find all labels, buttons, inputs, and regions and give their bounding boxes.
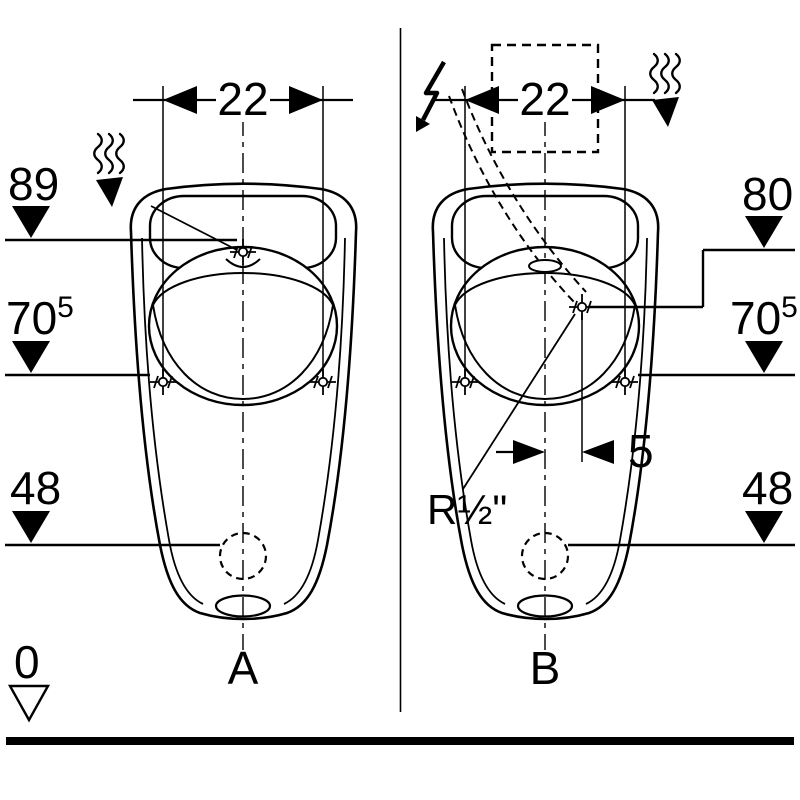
level-48-left-label: 48 [10, 462, 61, 514]
arrowhead-right [591, 86, 625, 114]
level-705-right-triangle [745, 341, 783, 373]
level-48-right: 48 [568, 462, 795, 547]
level-0: 0 [7, 636, 51, 723]
radius-label: R½" [427, 486, 507, 533]
arrowhead-left [465, 86, 499, 114]
odour-icon-right [649, 52, 681, 129]
level-0-label: 0 [14, 636, 40, 688]
arrowhead-right [289, 86, 323, 114]
level-48-left: 48 [5, 462, 220, 547]
radius-callout-b: R½" [427, 313, 576, 533]
level-705-right: 705 [638, 291, 798, 377]
level-48-left-triangle [12, 511, 50, 543]
concealed-control-dashed-box [490, 43, 600, 154]
label-mask [518, 76, 572, 122]
dimension-22-a-value: 22 [217, 73, 268, 125]
level-705-left: 705 [5, 291, 150, 377]
dimension-5-b: 5 [496, 314, 654, 477]
concealed-supply-dashed-pipe [448, 88, 587, 303]
level-705-left-triangle [12, 341, 50, 373]
floor-line [6, 737, 794, 745]
inlet-opening-b [528, 259, 562, 273]
variant-b-label: B [530, 642, 561, 694]
level-80-triangle [745, 216, 783, 248]
arrowhead-left-pointing [582, 440, 614, 464]
level-80-label: 80 [742, 168, 793, 220]
level-48-right-triangle [745, 511, 783, 543]
label-mask [216, 76, 270, 122]
arrowhead-left [163, 86, 197, 114]
level-89: 89 [5, 158, 237, 242]
level-705-left-label: 705 [6, 291, 74, 344]
level-48-right-label: 48 [742, 462, 793, 514]
spreader-b [569, 294, 595, 320]
odour-icon-left [93, 132, 125, 209]
dimension-5-value: 5 [628, 425, 654, 477]
level-705-right-label: 705 [730, 291, 798, 344]
level-80: 80 [588, 168, 795, 309]
level-89-label: 89 [8, 158, 59, 210]
radius-leader-line [462, 313, 576, 490]
variant-a-label: A [228, 642, 259, 694]
odour-leader-line [150, 205, 238, 251]
level-89-triangle [12, 206, 50, 238]
arrowhead-right-pointing [513, 440, 545, 464]
lightning-bolt-icon [416, 60, 446, 132]
dimension-22-a: 22 [133, 73, 353, 376]
spreader-a [225, 239, 261, 268]
level-0-triangle [7, 684, 51, 723]
dimension-22-b-value: 22 [519, 73, 570, 125]
dimension-22-b: 22 [435, 73, 655, 376]
